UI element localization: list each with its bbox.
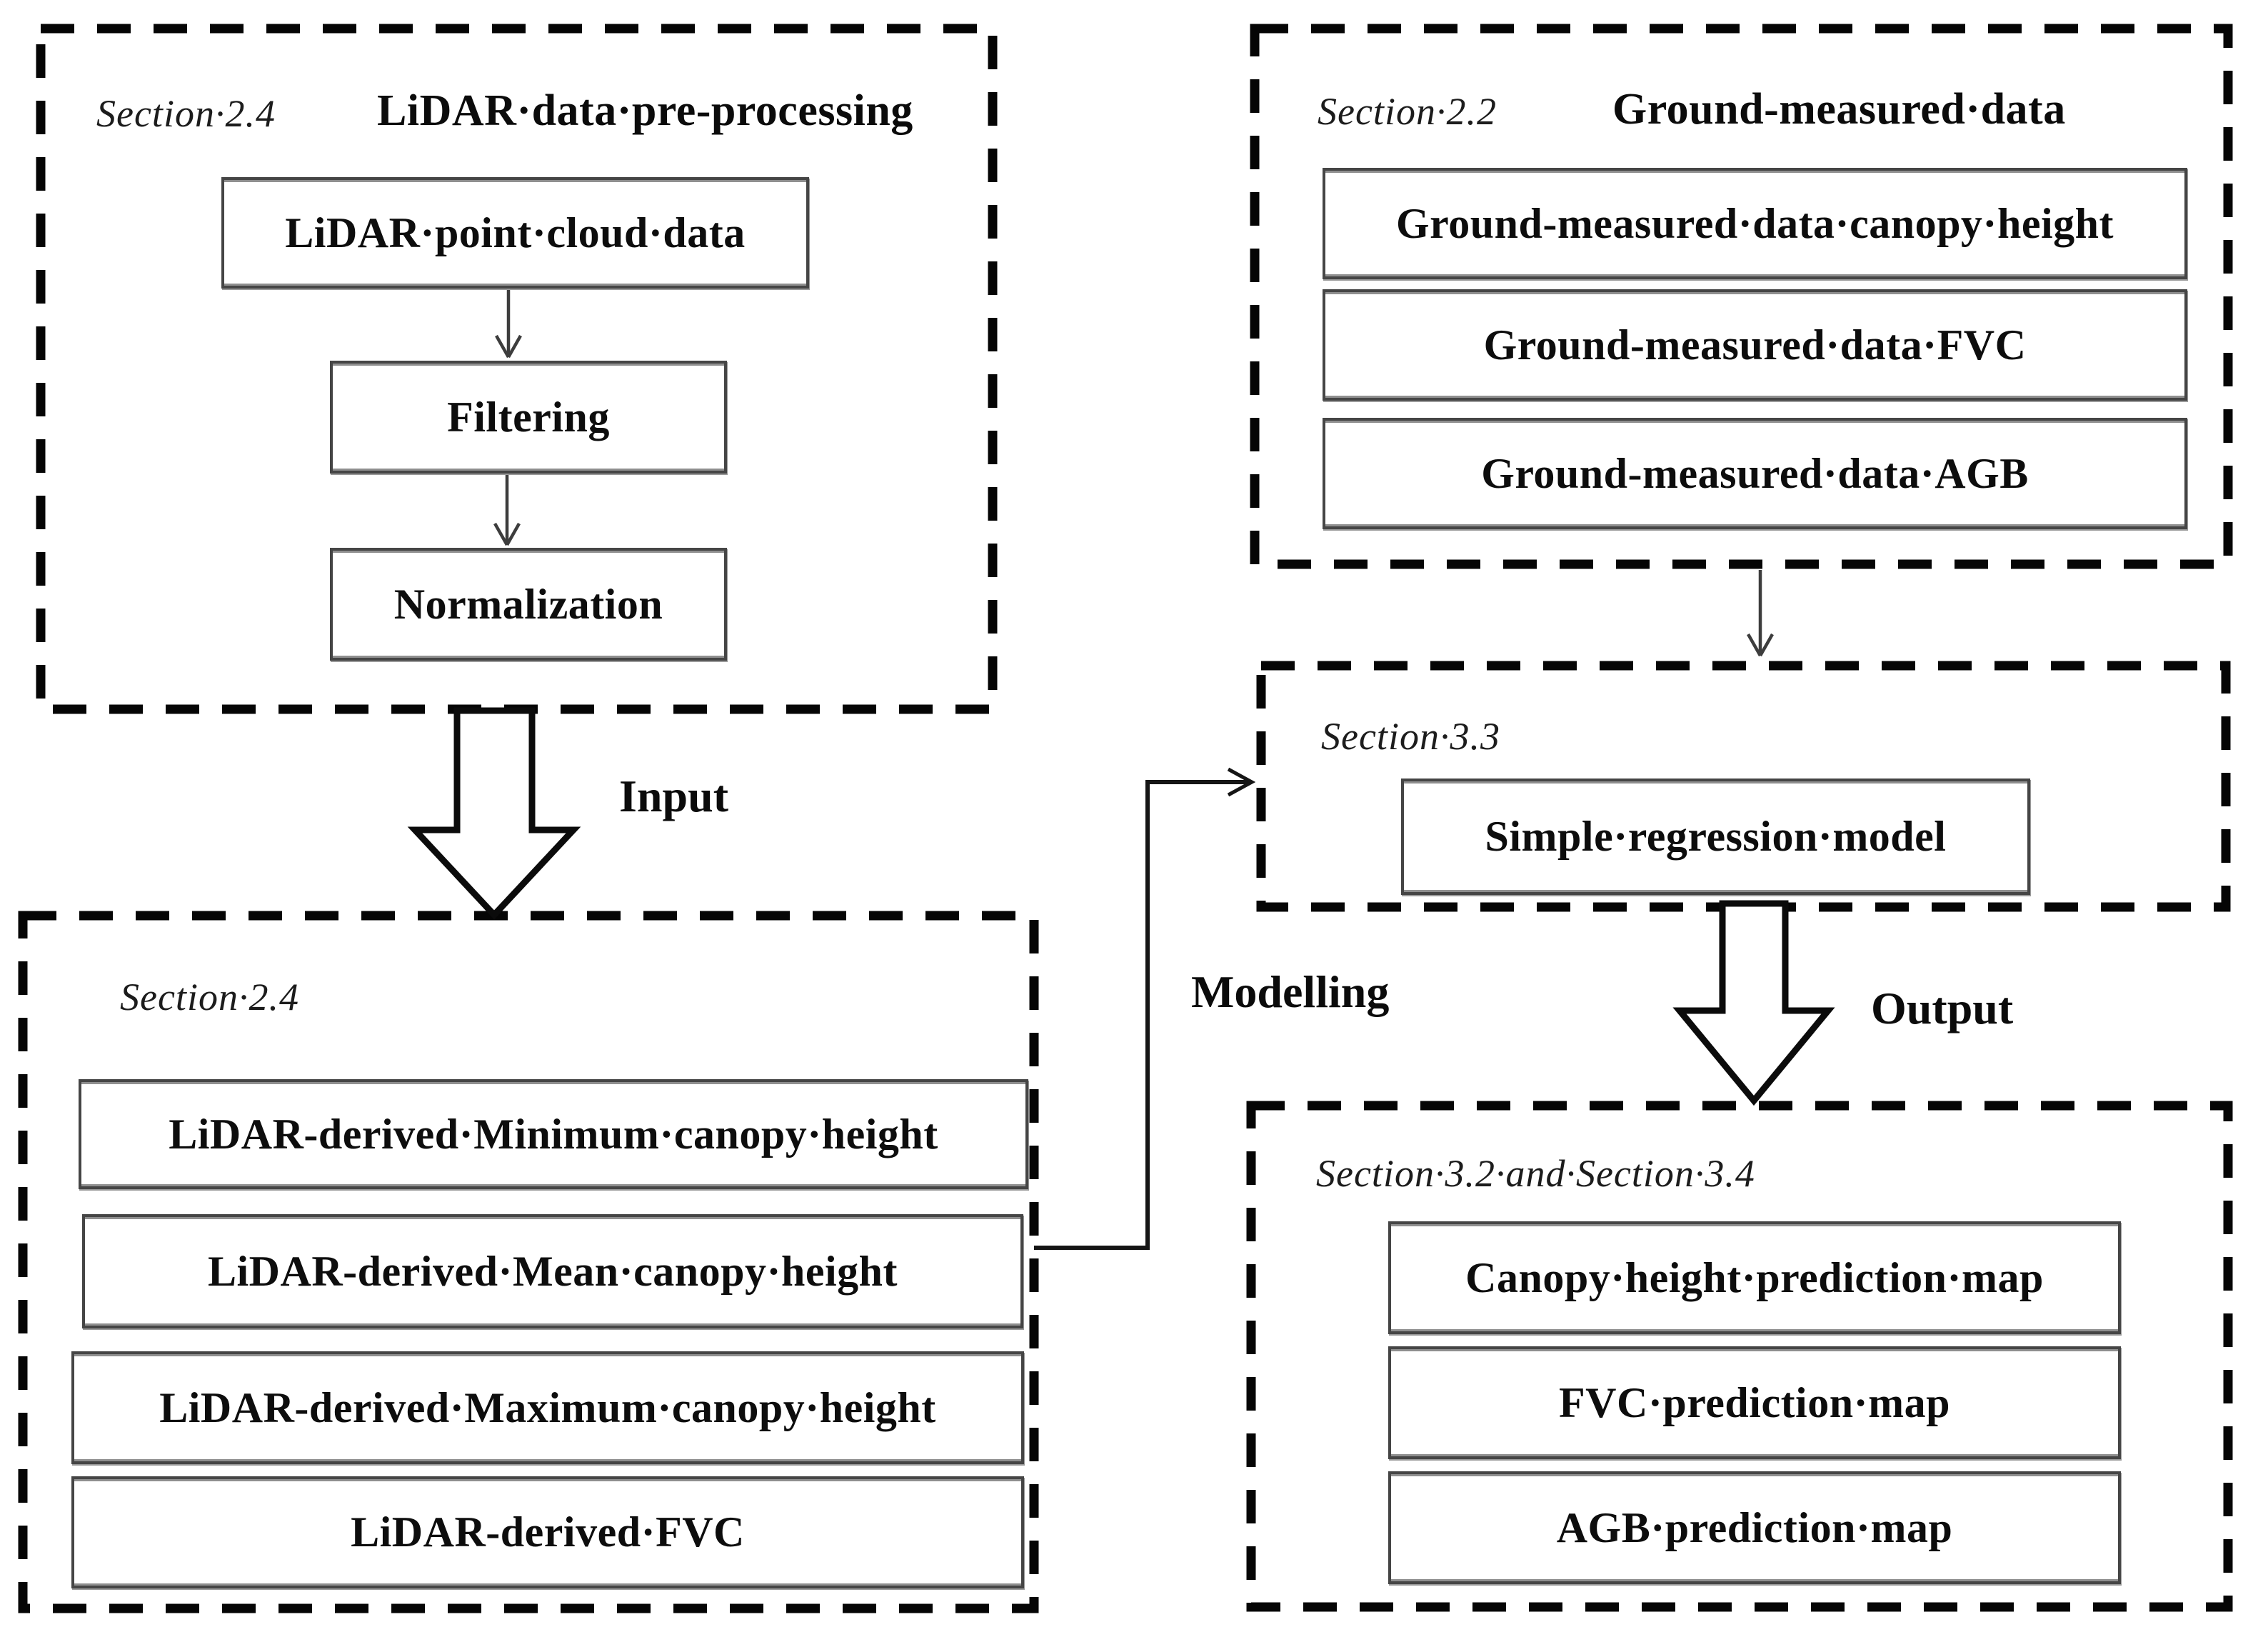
section-label: Section·2.4 <box>120 976 299 1018</box>
node-normalization: Normalization <box>330 548 727 661</box>
arrow-pointcloud-to-filtering-icon <box>495 286 522 359</box>
section-label: Section·3.3 <box>1321 715 1500 758</box>
input-label: Input <box>619 771 728 821</box>
group-title: LiDAR·data·pre-processing <box>377 86 913 135</box>
section-label: Section·2.4 <box>96 92 276 135</box>
ground-data-group-border <box>1250 24 2233 569</box>
node-ground-fvc: Ground-measured·data·FVC <box>1323 289 2187 401</box>
arrow-filtering-to-normalization-icon <box>493 470 521 546</box>
node-filtering: Filtering <box>330 361 727 474</box>
output-label: Output <box>1871 983 2014 1033</box>
node-ground-canopy-height: Ground-measured·data·canopy·height <box>1323 168 2187 279</box>
section-label: Section·3.2·and·Section·3.4 <box>1316 1152 1755 1195</box>
node-simple-regression-model: Simple·regression·model <box>1401 779 2030 895</box>
node-derived-mean-height: LiDAR-derived·Mean·canopy·height <box>82 1214 1023 1328</box>
arrow-ground-to-model-icon <box>1747 570 1774 657</box>
derived-metrics-group-border <box>18 911 1039 1613</box>
modelling-connector-arrow <box>1034 767 1256 1250</box>
node-ground-agb: Ground-measured·data·AGB <box>1323 418 2187 529</box>
node-derived-max-height: LiDAR-derived·Maximum·canopy·height <box>71 1351 1024 1464</box>
node-agb-prediction-map: AGB·prediction·map <box>1388 1471 2121 1584</box>
output-block-arrow-icon <box>1672 900 1835 1106</box>
group-title: Ground-measured·data <box>1612 85 2066 134</box>
node-canopy-prediction-map: Canopy·height·prediction·map <box>1388 1221 2121 1334</box>
node-derived-min-height: LiDAR-derived·Minimum·canopy·height <box>79 1079 1028 1189</box>
node-derived-fvc: LiDAR-derived·FVC <box>71 1476 1024 1588</box>
modelling-label: Modelling <box>1191 966 1390 1017</box>
node-fvc-prediction-map: FVC·prediction·map <box>1388 1346 2121 1459</box>
section-label: Section·2.2 <box>1318 90 1497 133</box>
input-block-arrow-icon <box>407 707 581 920</box>
model-group-border <box>1256 661 2231 912</box>
node-lidar-point-cloud: LiDAR·point·cloud·data <box>221 177 809 289</box>
